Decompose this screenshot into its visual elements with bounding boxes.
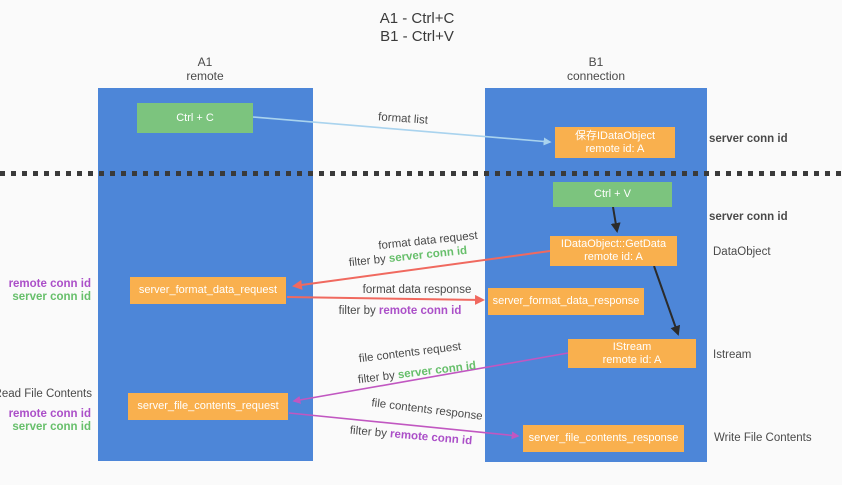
remote-conn-id-annotation-1: remote conn id bbox=[8, 278, 91, 290]
column-a1-name: A1 bbox=[197, 55, 213, 69]
server-conn-id-annotation-1: server conn id bbox=[12, 291, 91, 303]
ctrl-c-label: Ctrl + C bbox=[176, 111, 214, 124]
filter-by-text: filter by bbox=[357, 369, 399, 387]
filter-by-text: filter by bbox=[348, 253, 390, 270]
format-list-label: format list bbox=[377, 111, 429, 127]
diagram-title: A1 - Ctrl+C B1 - Ctrl+V bbox=[380, 10, 455, 46]
column-b1-name: B1 bbox=[588, 55, 604, 69]
read-file-contents-annotation: Read File Contents bbox=[0, 388, 92, 400]
server-file-contents-response-label: server_file_contents_response bbox=[528, 432, 679, 444]
column-header-a1: A1 remote bbox=[186, 55, 223, 83]
server-file-contents-response-box: server_file_contents_response bbox=[523, 425, 684, 452]
server-format-data-response-box: server_format_data_response bbox=[488, 288, 644, 315]
remote-conn-id-annotation-2: remote conn id bbox=[8, 408, 91, 420]
format-data-response-arrow bbox=[286, 294, 485, 305]
remote-conn-id-text: remote conn id bbox=[378, 305, 462, 317]
server-file-contents-request-label: server_file_contents_request bbox=[137, 400, 279, 412]
server-format-data-response-label: server_format_data_response bbox=[492, 295, 640, 307]
istream-annotation: Istream bbox=[713, 349, 752, 361]
column-a1-subtitle: remote bbox=[186, 69, 224, 83]
format-data-response-filter-label: filter by remote conn id bbox=[339, 305, 462, 317]
server-format-data-request-box: server_format_data_request bbox=[130, 277, 286, 304]
server-conn-id-annotation-top: server conn id bbox=[709, 133, 788, 145]
save-idataobject-box: 保存IDataObject remote id: A bbox=[555, 127, 675, 158]
column-header-b1: B1 connection bbox=[567, 55, 625, 83]
istream-line2: remote id: A bbox=[602, 353, 662, 366]
file-request-conn-annotations: remote conn id server conn id bbox=[9, 408, 91, 434]
ctrl-v-label: Ctrl + V bbox=[594, 188, 631, 200]
save-idataobject-line2: remote id: A bbox=[585, 142, 645, 155]
idataobject-getdata-box: IDataObject::GetData remote id: A bbox=[550, 236, 677, 266]
format-request-conn-annotations: remote conn id server conn id bbox=[9, 278, 91, 304]
file-contents-request-label: file contents request bbox=[358, 340, 462, 366]
file-contents-request-filter-label: filter by server conn id bbox=[357, 360, 476, 386]
idataobject-getdata-line1: IDataObject::GetData bbox=[560, 238, 667, 250]
save-idataobject-line1: 保存IDataObject bbox=[574, 129, 656, 142]
istream-line1: IStream bbox=[612, 340, 652, 353]
server-file-contents-request-box: server_file_contents_request bbox=[128, 393, 288, 420]
write-file-contents-annotation: Write File Contents bbox=[714, 432, 812, 444]
istream-box: IStream remote id: A bbox=[568, 339, 696, 368]
idataobject-getdata-line2: remote id: A bbox=[584, 251, 643, 263]
ctrl-c-action-box: Ctrl + C bbox=[137, 103, 253, 133]
server-conn-id-text: server conn id bbox=[397, 359, 477, 382]
dataobject-annotation: DataObject bbox=[713, 246, 771, 258]
file-contents-response-label: file contents response bbox=[370, 397, 484, 423]
diagram-title-line1: A1 - Ctrl+C bbox=[379, 10, 455, 27]
server-conn-id-annotation-mid: server conn id bbox=[709, 211, 788, 223]
file-contents-response-filter-label: filter by remote conn id bbox=[349, 425, 472, 448]
server-conn-id-annotation-2: server conn id bbox=[12, 421, 91, 433]
format-data-response-label: format data response bbox=[362, 284, 472, 296]
server-format-data-request-label: server_format_data_request bbox=[138, 284, 278, 296]
session-separator-line bbox=[0, 171, 842, 176]
remote-conn-id-text: remote conn id bbox=[389, 428, 473, 448]
filter-by-text: filter by bbox=[349, 424, 391, 441]
column-b1-subtitle: connection bbox=[566, 69, 626, 83]
diagram-title-line2: B1 - Ctrl+V bbox=[380, 28, 454, 45]
filter-by-text: filter by bbox=[338, 305, 379, 317]
ctrl-v-action-box: Ctrl + V bbox=[553, 182, 672, 207]
